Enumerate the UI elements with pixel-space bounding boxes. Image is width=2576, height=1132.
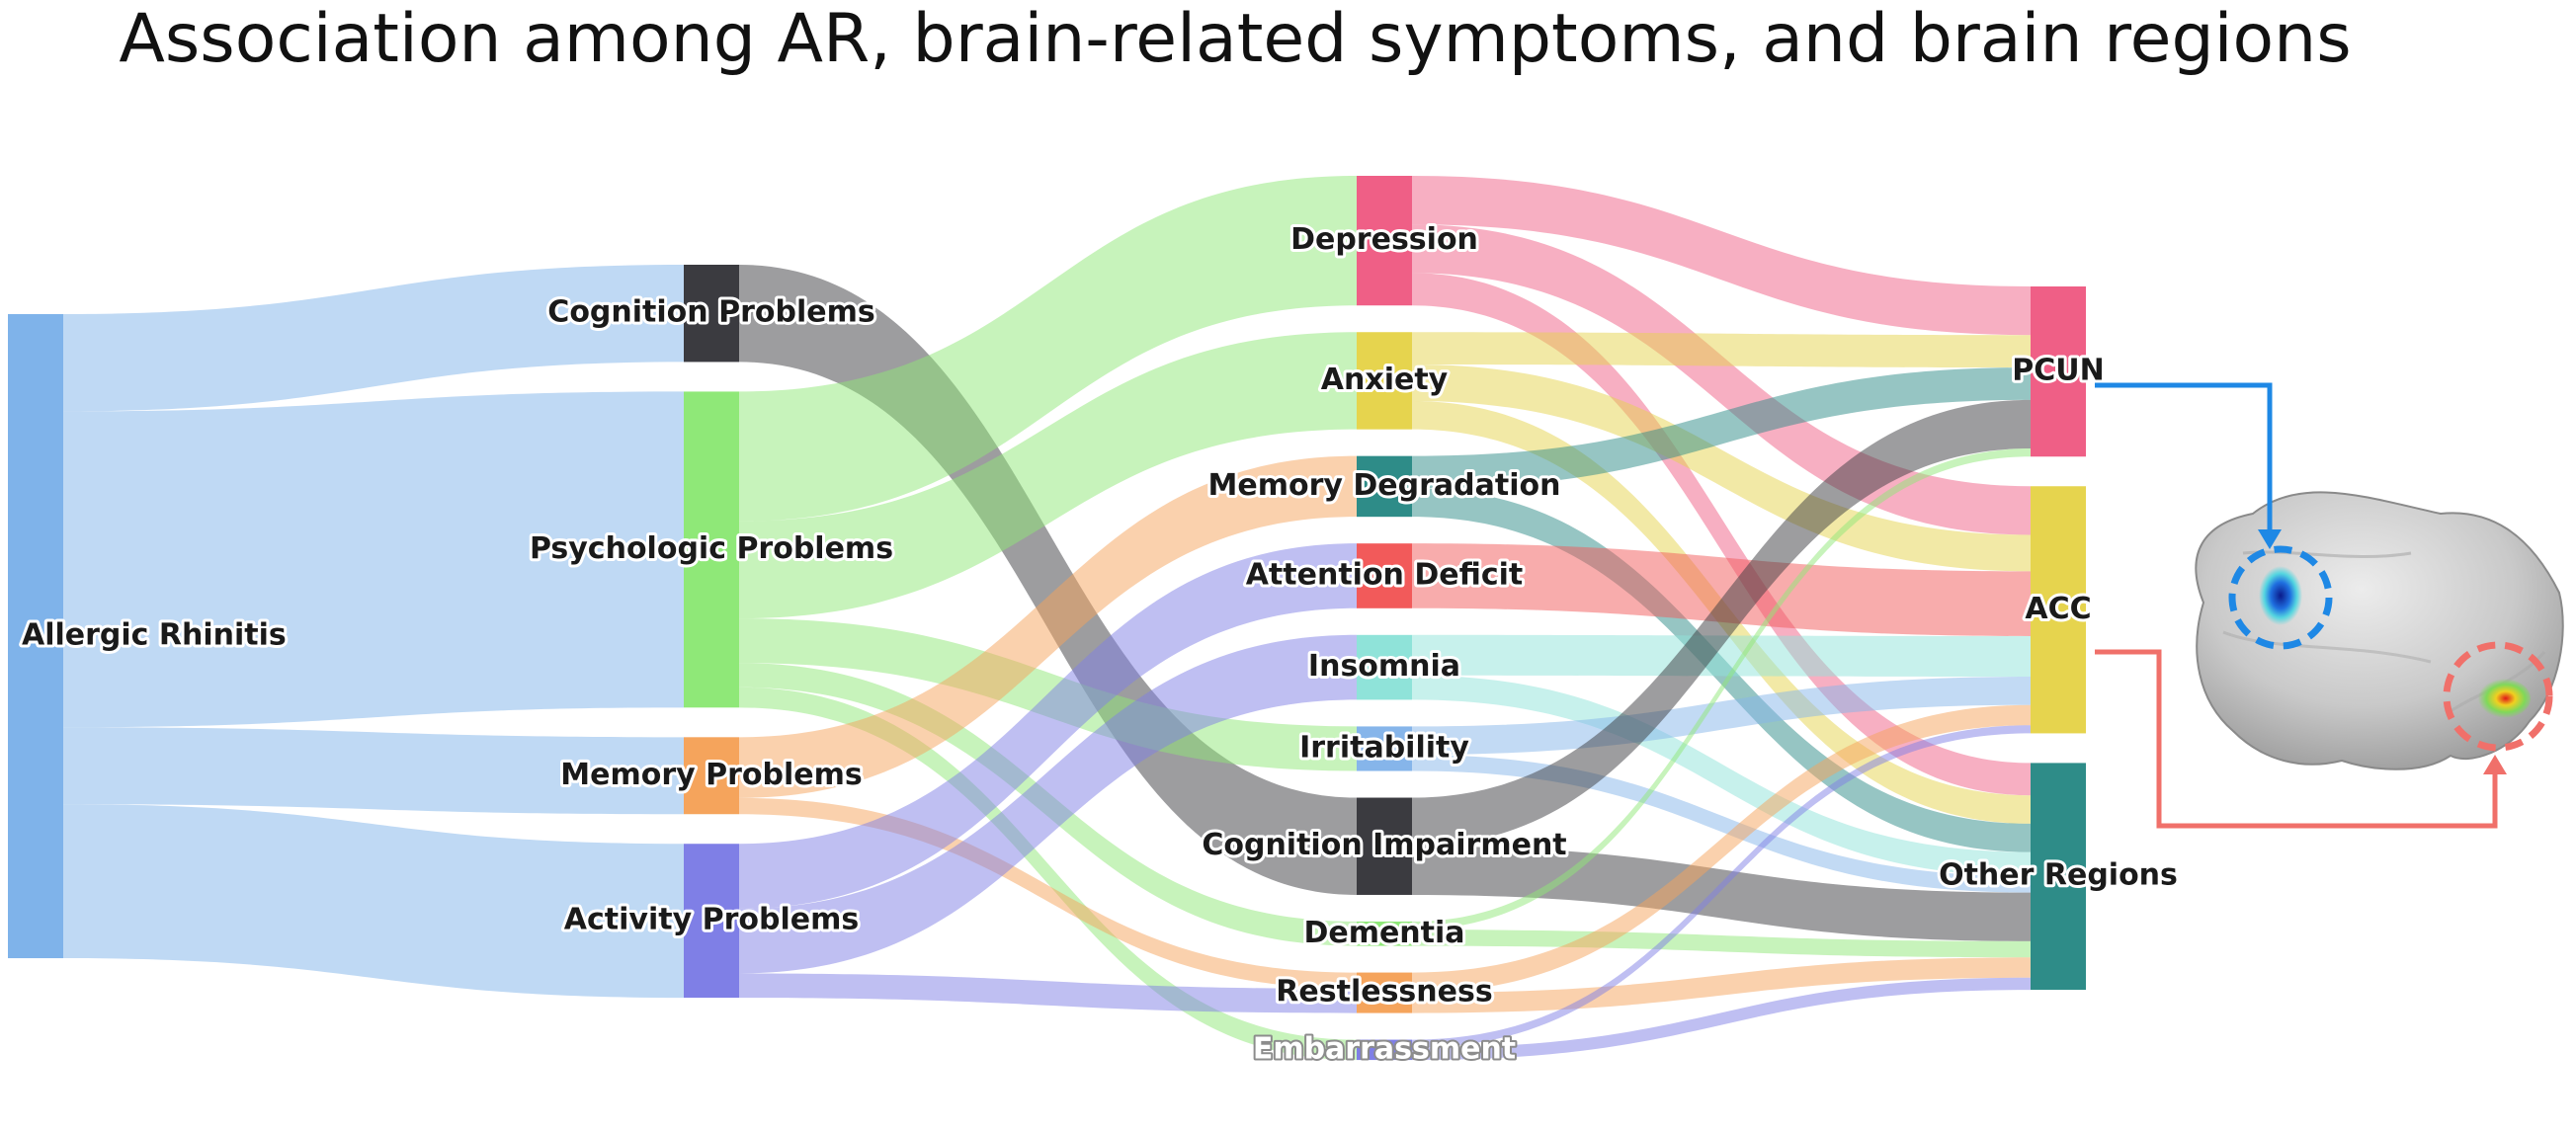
acc-activation-icon [2475,679,2531,718]
node-label-att: Attention Deficit [1246,557,1524,592]
link-ar-to-psy [63,391,684,728]
node-label-pcun: PCUN [2012,354,2104,388]
node-res[interactable] [1357,972,1412,1013]
link-anx-to-acc [1412,364,2031,572]
diagram-title: Association among AR, brain-related symp… [119,0,2352,78]
node-ins[interactable] [1357,634,1412,700]
node-oth[interactable] [2031,763,2086,991]
node-ar[interactable] [8,313,63,959]
acc-arrowhead-icon [2483,755,2507,774]
node-label-ar: Allergic Rhinitis [22,618,287,653]
link-act-to-att [739,543,1357,909]
link-att-to-acc [1412,543,2031,636]
node-label-res: Restlessness [1276,975,1492,1010]
link-irr-to-acc [1412,677,2031,756]
link-psy-to-emb [739,687,1357,1061]
link-res-to-oth [1412,957,2031,1013]
link-ins-to-acc [1412,634,2031,678]
node-label-acc: ACC [2025,592,2091,626]
link-dep-to-oth [1412,273,2031,796]
acc-highlight-circle [2443,641,2553,752]
link-psy-to-dep [739,176,1357,522]
node-label-oth: Other Regions [1939,858,2178,893]
link-res-to-acc [1412,704,2031,994]
link-irr-to-oth [1412,755,2031,893]
link-dem-to-pcun [1412,448,2031,930]
node-label-ins: Insomnia [1308,649,1460,684]
link-act-to-res [739,973,1357,1013]
node-cogi[interactable] [1357,797,1412,895]
link-ins-to-oth [1412,675,2031,877]
node-act[interactable] [684,844,739,999]
sankey-labels: Allergic Rhinitis Cognition ProblemsPsych… [19,219,2181,1068]
node-label-emb: Embarrassment [1253,1031,1516,1066]
link-cog-to-cogi [739,265,1357,895]
link-dep-to-pcun [1412,176,2031,336]
link-psy-to-anx [739,332,1357,619]
node-label-memd: Memory Degradation [1208,468,1561,503]
node-att[interactable] [1357,543,1412,608]
node-memd[interactable] [1357,455,1412,518]
node-anx[interactable] [1357,332,1412,430]
link-ar-to-act [63,804,684,999]
node-label-anx: Anxiety [1321,363,1449,397]
link-memd-to-pcun [1412,367,2031,489]
pcun-arrow [2095,382,2273,533]
link-anx-to-pcun [1412,332,2031,368]
node-acc[interactable] [2031,486,2086,734]
node-label-cog: Cognition Problems [547,295,874,330]
node-label-mem: Memory Problems [560,758,862,792]
link-dem-to-oth [1412,930,2031,958]
pcun-arrowhead-icon [2258,529,2282,549]
node-psy[interactable] [684,391,739,708]
region-arrows [2095,382,2507,829]
node-irr[interactable] [1357,726,1412,771]
node-mem[interactable] [684,737,739,815]
node-label-dep: Depression [1290,222,1478,257]
acc-arrow [2095,649,2498,829]
link-mem-to-memd [739,455,1357,798]
node-dep[interactable] [1357,176,1412,306]
node-label-psy: Psychologic Problems [530,531,893,566]
pcun-highlight-circle [2228,545,2333,650]
node-label-irr: Irritability [1299,730,1469,765]
link-mem-to-res [739,797,1357,989]
node-label-act: Activity Problems [564,903,859,937]
link-ar-to-mem [63,727,684,815]
link-act-to-ins [739,634,1357,974]
brain-icon [2195,491,2564,770]
link-ar-to-cog [63,265,684,412]
link-emb-to-acc [1412,725,2031,1048]
link-cogi-to-oth [1412,846,2031,941]
link-cogi-to-pcun [1412,399,2031,847]
sankey-nodes [8,176,2086,1061]
pcun-activation-icon [2259,566,2302,625]
link-emb-to-oth [1412,977,2031,1061]
node-pcun[interactable] [2031,286,2086,457]
brain-illustration [2195,491,2564,770]
node-label-cogi: Cognition Impairment [1202,828,1566,862]
sankey-links [63,176,2031,1061]
node-label-dem: Dementia [1303,916,1464,950]
node-dem[interactable] [1357,921,1412,946]
link-dep-to-acc [1412,224,2031,535]
node-emb[interactable] [1357,1039,1412,1061]
node-cog[interactable] [684,265,739,363]
